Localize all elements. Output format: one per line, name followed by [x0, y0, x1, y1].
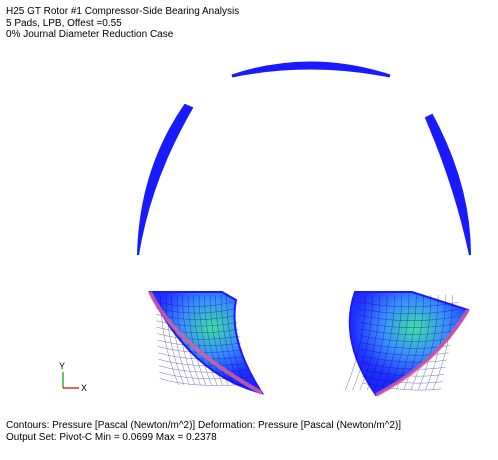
pad-config-text: 5 Pads, LPB, Offest =0.55 — [6, 17, 122, 29]
contour-legend: Contours: Pressure [Pascal (Newton/m^2)]… — [6, 420, 402, 431]
top-pad — [231, 61, 391, 78]
case-description: 0% Journal Diameter Reduction Case — [6, 29, 174, 40]
x-axis-label: X — [81, 383, 88, 393]
model-title: H25 GT Rotor #1 Compressor-Side Bearing … — [6, 6, 240, 17]
upper-right-pad — [424, 113, 471, 256]
lower-right-pad — [345, 291, 470, 397]
output-set-info: Output Set: Pivot-C Min = 0.0699 Max = 0… — [6, 431, 217, 443]
lower-left-pad — [148, 291, 265, 395]
axis-triad — [62, 372, 79, 389]
legend-block: Contours: Pressure [Pascal (Newton/m^2)]… — [6, 420, 401, 443]
y-axis-label: Y — [59, 361, 66, 371]
title-block: H25 GT Rotor #1 Compressor-Side Bearing … — [6, 6, 239, 41]
upper-left-pad — [137, 103, 194, 256]
